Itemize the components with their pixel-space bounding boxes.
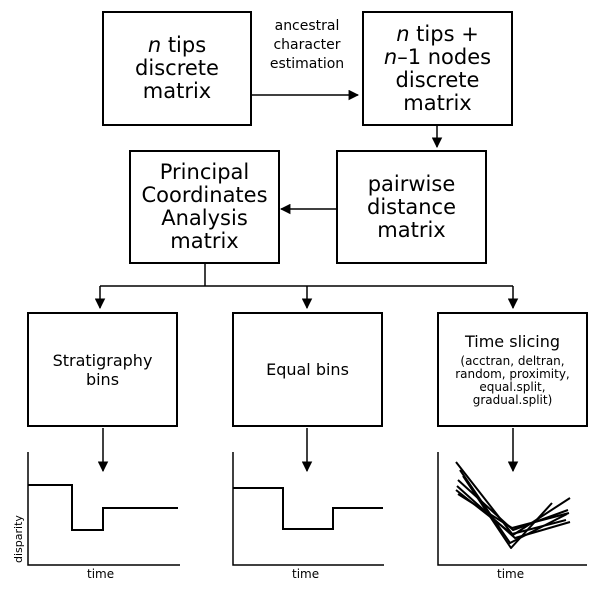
plot-time-slicing	[437, 452, 587, 566]
plot-stratigraphy	[27, 452, 180, 566]
ancestral-estimation-label: ancestral character estimation	[269, 18, 345, 72]
disparity-curves	[455, 461, 571, 549]
box-stratigraphy-bins: Stratigraphy bins	[27, 312, 178, 427]
box-equal-bins: Equal bins	[232, 312, 383, 427]
plot-equal-bins	[232, 452, 384, 566]
time-axis-label-1: time	[87, 567, 115, 581]
box-n-tips-matrix: n tips discrete matrix	[102, 11, 252, 126]
box-n-tips-nodes-matrix: n tips + n–1 nodes discrete matrix	[362, 11, 513, 126]
disparity-step-line	[233, 487, 383, 530]
plot-axes	[437, 452, 587, 566]
n-symbol: n	[147, 33, 162, 57]
plot-axes	[27, 452, 180, 566]
disparity-axis-label: disparity	[12, 515, 25, 563]
box-pco-matrix: Principal Coordinates Analysis matrix	[129, 150, 280, 264]
time-axis-label-3: time	[497, 567, 525, 581]
box-distance-matrix: pairwise distance matrix	[336, 150, 487, 264]
box-time-slicing: Time slicing (acctran, deltran, random, …	[437, 312, 588, 427]
disparity-step-line	[28, 484, 178, 531]
plot-axes	[232, 452, 384, 566]
branch-connector	[100, 264, 513, 287]
time-axis-label-2: time	[292, 567, 320, 581]
